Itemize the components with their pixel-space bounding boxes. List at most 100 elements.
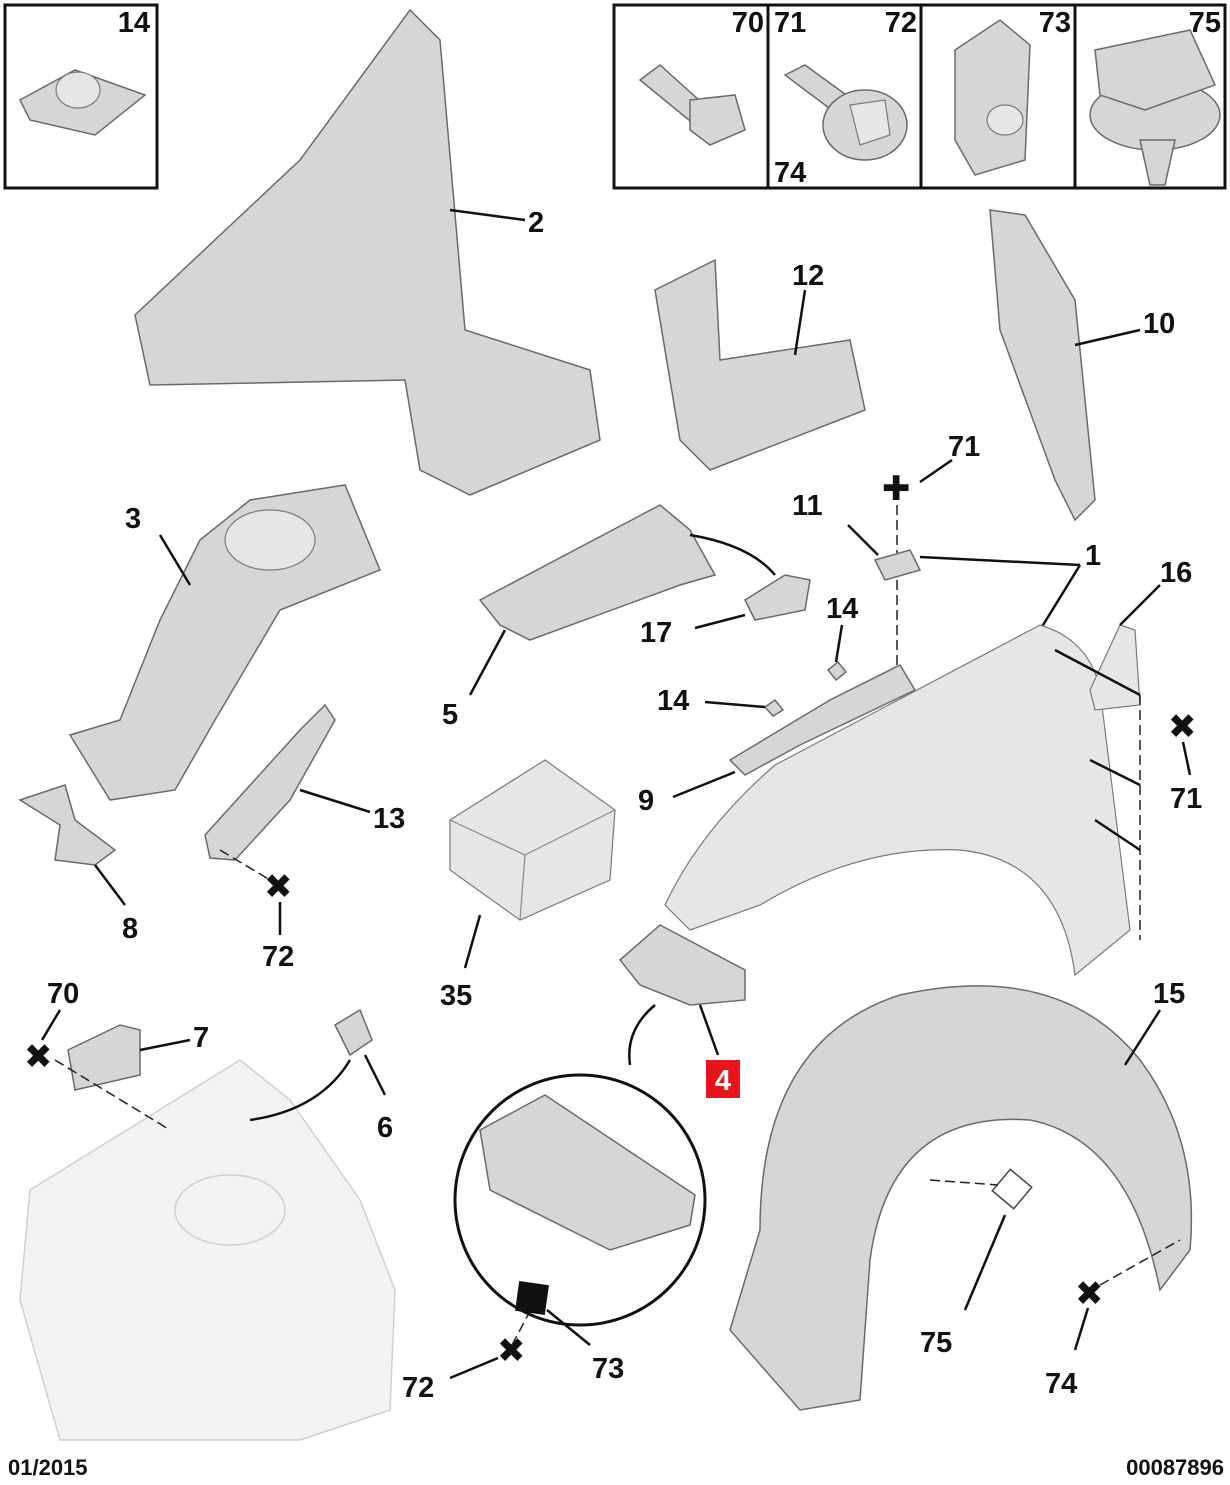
- clip-73-marker: [515, 1281, 549, 1315]
- nut-14a: [826, 660, 848, 682]
- label-5: 5: [442, 699, 458, 731]
- part-35-kit-box: [449, 759, 616, 921]
- screw-70-head: [689, 94, 746, 146]
- label-75-inset: 75: [1189, 7, 1221, 39]
- fastener-71-cross: ✚: [882, 469, 911, 509]
- label-72b: 72: [402, 1372, 434, 1404]
- speed-nut-dome: [55, 71, 101, 109]
- detail-part-4: [479, 1094, 696, 1251]
- label-70: 70: [47, 978, 79, 1010]
- part-4-support: [618, 924, 746, 1006]
- leader-9: [672, 770, 736, 799]
- label-72-inset: 72: [885, 7, 917, 39]
- leader-71a: [919, 458, 953, 484]
- label-72a: 72: [262, 941, 294, 973]
- inset-box-14: 14: [3, 3, 159, 190]
- clip-75-stem: [1139, 139, 1176, 186]
- clip-75-marker: [991, 1168, 1033, 1210]
- fastener-70-cross: ✖: [24, 1037, 53, 1077]
- label-1: 1: [1085, 540, 1101, 572]
- leader-74: [1073, 1307, 1090, 1351]
- leader-17: [694, 613, 746, 630]
- leader-1a: [919, 555, 1081, 567]
- leader-14a: [834, 624, 844, 663]
- leader-13: [299, 788, 371, 814]
- label-11: 11: [792, 490, 823, 522]
- connector-6: [249, 1059, 352, 1122]
- fastener-74-cross: ✖: [1075, 1274, 1104, 1314]
- inset-frame: [3, 3, 159, 190]
- part-5-member: [478, 504, 717, 641]
- part-2-pillar: [134, 8, 601, 496]
- label-71b: 71: [1170, 783, 1202, 815]
- diagram-date: 01/2015: [8, 1455, 88, 1480]
- label-6: 6: [377, 1112, 393, 1144]
- label-73-inset: 73: [1039, 7, 1071, 39]
- part-3-wheelhouse: [68, 484, 381, 801]
- ghost-body-structure: [19, 1059, 396, 1441]
- leader-5: [468, 629, 507, 696]
- label-9: 9: [638, 785, 654, 817]
- label-74: 74: [1045, 1368, 1077, 1400]
- part-7-bracket: [67, 1024, 141, 1091]
- leader-71b: [1181, 741, 1192, 776]
- screw-71-head: [849, 99, 891, 146]
- leader-75: [963, 1214, 1007, 1311]
- connector-17: [689, 533, 776, 576]
- label-10: 10: [1143, 308, 1175, 340]
- leader-3: [158, 534, 192, 586]
- fastener-71-cross-b: ✖: [1168, 707, 1197, 747]
- guide-line: [1089, 758, 1141, 787]
- strut-tower: [224, 509, 316, 571]
- fastener-72-cross-b: ✖: [497, 1331, 526, 1371]
- label-7: 7: [193, 1022, 209, 1054]
- dash-line: [54, 1059, 171, 1131]
- part-8-bracket: [18, 784, 117, 866]
- part-17-bracket: [744, 574, 811, 621]
- label-13: 13: [373, 803, 405, 835]
- part-15-wheel-liner: [729, 985, 1193, 1411]
- leader-70: [40, 1009, 62, 1041]
- label-75: 75: [920, 1327, 952, 1359]
- inset-fasteners: 70 71 72 74 73 75: [612, 3, 1227, 190]
- leader-14b: [704, 700, 766, 709]
- label-12: 12: [792, 260, 824, 292]
- leader-15: [1123, 1009, 1162, 1066]
- ghost-strut-tower: [174, 1174, 286, 1246]
- clip-75-top: [1094, 29, 1217, 111]
- label-17: 17: [640, 617, 672, 649]
- leader-16: [1119, 584, 1161, 626]
- leader-7: [139, 1038, 191, 1052]
- label-2: 2: [528, 207, 544, 239]
- part-10-rail: [989, 209, 1096, 522]
- label-35: 35: [440, 980, 472, 1012]
- leader-10: [1074, 328, 1141, 347]
- box-edge: [519, 854, 526, 921]
- label-4-highlight: [706, 1060, 740, 1098]
- leader-4: [698, 1004, 720, 1056]
- label-15: 15: [1153, 978, 1185, 1010]
- clip-73-boss: [986, 104, 1024, 136]
- leader-72b: [449, 1356, 499, 1380]
- label-71-inset: 71: [774, 7, 806, 39]
- part-9-bracket: [728, 664, 917, 776]
- label-8: 8: [122, 913, 138, 945]
- leader-2: [449, 208, 526, 222]
- part-16-trim: [1089, 624, 1141, 711]
- box-edge: [449, 819, 526, 856]
- clip-73: [954, 19, 1031, 176]
- part-13-brace: [204, 703, 336, 861]
- guide-line: [1054, 648, 1141, 697]
- label-3: 3: [125, 503, 141, 535]
- part-12-bracket: [654, 258, 866, 471]
- label-14-inset: 14: [118, 7, 150, 39]
- box-edge: [524, 809, 616, 856]
- dash-line: [1099, 1239, 1181, 1286]
- dash-line: [511, 1314, 529, 1346]
- dash-line: [219, 849, 271, 881]
- label-14a: 14: [826, 593, 858, 625]
- leader-8: [94, 864, 126, 906]
- diagram-reference: 00087896: [1126, 1455, 1224, 1480]
- part-11-clip: [873, 549, 922, 581]
